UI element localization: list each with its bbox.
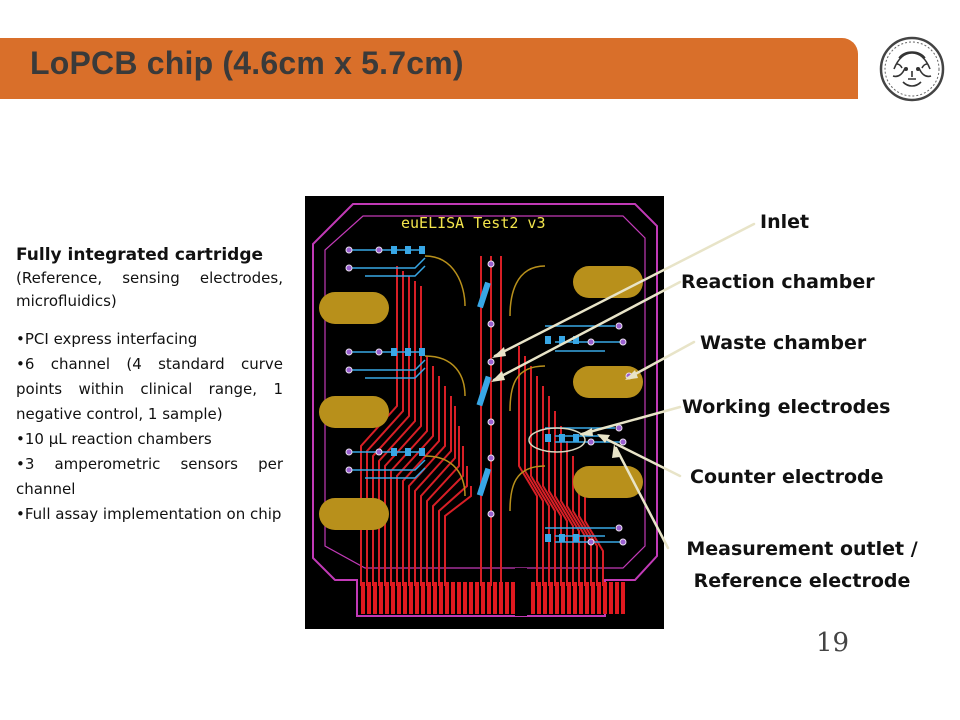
lead-subtext: (Reference, sensing electrodes, microflu…: [16, 269, 283, 310]
feature-item: 3 amperometric sensors per channel: [16, 452, 283, 502]
feature-item: Full assay implementation on chip: [16, 502, 283, 527]
callout-measurement-outlet-line1: Measurement outlet /: [686, 538, 918, 560]
description-column: Fully integrated cartridge (Reference, s…: [16, 243, 283, 527]
callout-measurement-outlet: Measurement outlet / Reference electrode: [666, 537, 938, 593]
university-seal-logo: [879, 36, 945, 102]
callout-working-electrodes: Working electrodes: [682, 396, 891, 418]
callout-inlet: Inlet: [760, 211, 810, 233]
feature-item: PCI express interfacing: [16, 327, 283, 352]
pcb-layout-image: euELISA Test2 v3: [305, 196, 664, 629]
slide-title: LoPCB chip (4.6cm x 5.7cm): [30, 45, 464, 81]
callout-reaction-chamber: Reaction chamber: [681, 271, 875, 293]
callout-counter-electrode: Counter electrode: [690, 466, 884, 488]
feature-item: 10 µL reaction chambers: [16, 427, 283, 452]
feature-list: PCI express interfacing 6 channel (4 sta…: [16, 327, 283, 527]
feature-item: 6 channel (4 standard curve points withi…: [16, 352, 283, 427]
callout-measurement-outlet-line2: Reference electrode: [693, 570, 911, 592]
lead-heading: Fully integrated cartridge: [16, 245, 264, 265]
callout-waste-chamber: Waste chamber: [700, 332, 867, 354]
title-bar: [0, 38, 858, 99]
chip-label: euELISA Test2 v3: [401, 214, 546, 232]
page-number: 19: [816, 628, 850, 658]
